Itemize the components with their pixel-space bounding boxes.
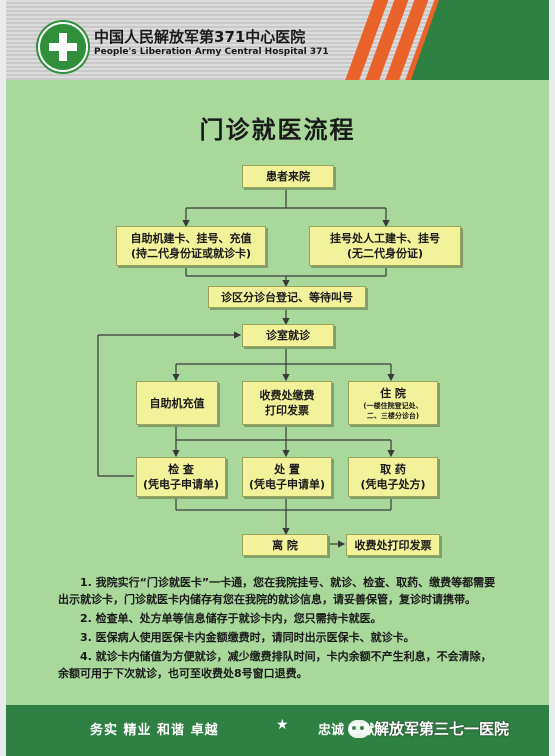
node-label: (凭电子申请单) — [142, 478, 220, 491]
node-label: (无二代身份证) — [346, 247, 424, 260]
header: 中国人民解放军第371中心医院 People's Liberation Army… — [6, 0, 549, 80]
node-leave: 离 院 — [242, 534, 328, 556]
poster: 中国人民解放军第371中心医院 People's Liberation Army… — [6, 0, 549, 756]
node-label: (凭电子处方) — [360, 478, 426, 491]
node-label: 挂号处人工建卡、挂号 — [330, 232, 440, 245]
node-treatment: 处 置 (凭电子申请单) — [242, 457, 332, 497]
hospital-emblem-icon — [38, 22, 88, 72]
node-label: (持二代身份证或就诊卡) — [130, 247, 252, 260]
node-invoice: 收费处打印发票 — [346, 534, 440, 556]
note-item: 2. 检查单、处方单等信息储存于就诊卡内，您只需持卡就医。 — [80, 612, 382, 625]
node-label: 收费处缴费 — [259, 389, 315, 402]
wechat-icon — [348, 719, 370, 738]
node-medicine: 取 药 (凭电子处方) — [348, 457, 438, 497]
node-self-service-register: 自助机建卡、挂号、充值 (持二代身份证或就诊卡) — [116, 226, 266, 266]
node-label: 收费处打印发票 — [354, 538, 432, 552]
node-label: 离 院 — [272, 538, 298, 552]
watermark-text: 解放军第三七一医院 — [374, 720, 510, 738]
node-label: 自助机建卡、挂号、充值 — [130, 232, 252, 245]
hospital-name-en: People's Liberation Army Central Hospita… — [94, 47, 329, 57]
node-label: (凭电子申请单) — [248, 478, 326, 491]
node-label: 处 置 — [274, 463, 300, 476]
header-green-band — [411, 0, 549, 80]
node-arrive-label: 患者来院 — [266, 170, 310, 183]
node-label: 打印发票 — [265, 404, 309, 417]
footer: 务实 精业 和谐 卓越 ★ 忠诚 奉献 — [6, 705, 549, 756]
node-label: 取 药 — [380, 463, 406, 476]
notes-section: 1. 我院实行“门诊就医卡”一卡通，您在我院挂号、就诊、检查、取药、缴费等都需要… — [58, 574, 498, 684]
node-triage: 诊区分诊台登记、等待叫号 — [208, 286, 366, 308]
node-arrive: 患者来院 — [242, 165, 334, 188]
node-sublabel: (一楼住院登记处、 — [363, 401, 423, 410]
hospital-name-cn: 中国人民解放军第371中心医院 — [94, 28, 306, 46]
node-label: 检 查 — [168, 463, 194, 476]
node-sublabel: 二、三楼分诊台) — [366, 411, 420, 420]
page-title: 门诊就医流程 — [199, 115, 356, 144]
note-item: 4. 就诊卡内储值为方便就诊，减少缴费排队时间，卡内余额不产生利息，不会清除，余… — [58, 650, 492, 680]
node-label: 自助机充值 — [149, 396, 205, 410]
note-item: 1. 我院实行“门诊就医卡”一卡通，您在我院挂号、就诊、检查、取药、缴费等都需要… — [58, 576, 496, 606]
node-label: 诊区分诊台登记、等待叫号 — [221, 290, 353, 304]
node-exam: 检 查 (凭电子申请单) — [136, 457, 226, 497]
note-item: 3. 医保病人使用医保卡内金额缴费时，请同时出示医保卡、就诊卡。 — [80, 631, 415, 644]
node-recharge: 自助机充值 — [136, 381, 218, 425]
flowchart-connectors — [97, 186, 395, 548]
node-manual-register: 挂号处人工建卡、挂号 (无二代身份证) — [309, 226, 461, 266]
node-label: 诊室就诊 — [266, 329, 310, 342]
node-label: 住 院 — [380, 386, 406, 400]
node-consult: 诊室就诊 — [242, 324, 334, 347]
node-payment: 收费处缴费 打印发票 — [242, 381, 332, 425]
star-icon: ★ — [276, 717, 289, 733]
node-inpatient: 住 院 (一楼住院登记处、 二、三楼分诊台) — [348, 381, 438, 425]
watermark: 解放军第三七一医院 — [348, 718, 509, 739]
footer-motto: 务实 精业 和谐 卓越 — [90, 723, 219, 738]
